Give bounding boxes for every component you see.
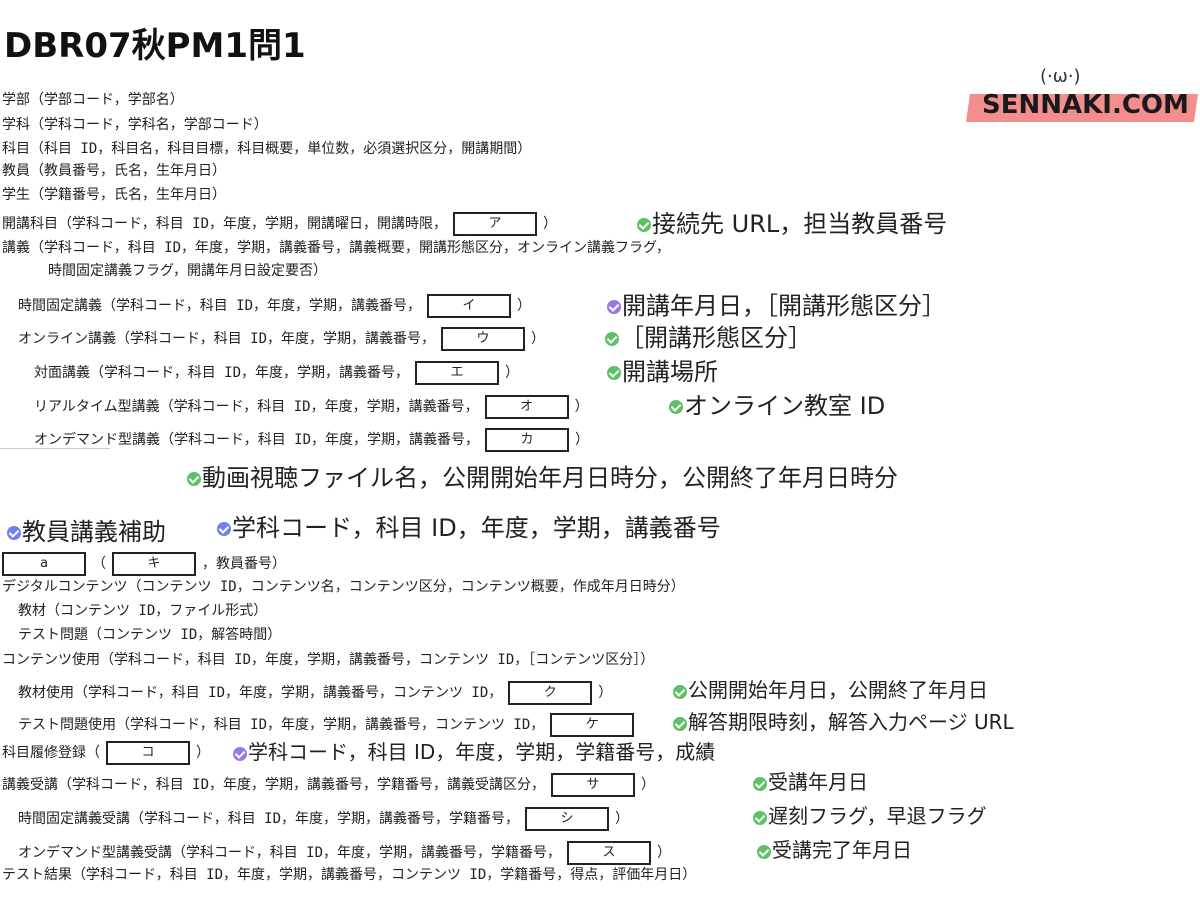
- check-icon: [753, 776, 767, 791]
- schema-line: オンライン講義（学科コード，科目 ID，年度，学期，講義番号，ウ）: [18, 327, 545, 351]
- blank-box-sa: サ: [551, 773, 636, 797]
- annotation: 学科コード，科目 ID，年度，学期，講義番号: [216, 508, 721, 543]
- annotation: 開講場所: [606, 352, 718, 387]
- schema-line: 学生（学籍番号，氏名，生年月日）: [2, 187, 226, 203]
- blank-box-u: ウ: [441, 327, 526, 351]
- annotation: 開講年月日，［開講形態区分］: [606, 286, 946, 321]
- divider: [0, 448, 110, 449]
- schema-line: 学部（学部コード，学部名）: [2, 92, 184, 108]
- schema-line: 時間固定講義フラグ，開講年月日設定要否）: [48, 263, 328, 279]
- annotation: 解答期限時刻，解答入力ページ URL: [672, 706, 1014, 735]
- annotation: 学科コード，科目 ID，年度，学期，学籍番号，成績: [232, 736, 715, 765]
- blank-box-su: ス: [567, 841, 652, 865]
- blank-box-o: オ: [484, 395, 569, 419]
- schema-line: 教材（コンテンツ ID，ファイル形式）: [18, 603, 268, 619]
- schema-line: テスト結果（学科コード，科目 ID，年度，学期，講義番号，コンテンツ ID，学籍…: [2, 867, 697, 883]
- annotation: オンライン教室 ID: [668, 386, 885, 421]
- schema-line: コンテンツ使用（学科コード，科目 ID，年度，学期，講義番号，コンテンツ ID，…: [2, 652, 655, 668]
- schema-line: 講義受講（学科コード，科目 ID，年度，学期，講義番号，学籍番号，講義受講区分，…: [2, 773, 655, 797]
- blank-box-ke: ケ: [550, 713, 635, 737]
- schema-line: テスト問題（コンテンツ ID，解答時間）: [18, 627, 282, 643]
- check-icon: [637, 218, 651, 232]
- check-icon: [7, 526, 21, 540]
- schema-line: リアルタイム型講義（学科コード，科目 ID，年度，学期，講義番号，オ）: [34, 395, 589, 419]
- annotation: 受講年月日: [752, 766, 868, 795]
- check-icon: [607, 366, 621, 380]
- blank-box-shi: シ: [525, 807, 610, 831]
- blank-box-ki: キ: [112, 552, 196, 576]
- annotation: ［開講形態区分］: [604, 318, 812, 353]
- annotation: 遅刻フラグ，早退フラグ: [752, 800, 987, 829]
- check-icon: [233, 746, 247, 761]
- blank-box-ko: コ: [106, 741, 190, 765]
- annotation: 公開開始年月日，公開終了年月日: [672, 674, 988, 703]
- check-icon: [217, 522, 231, 536]
- check-icon: [757, 844, 771, 859]
- check-icon: [607, 300, 621, 314]
- check-icon: [673, 716, 687, 731]
- schema-line: テスト問題使用（学科コード，科目 ID，年度，学期，講義番号，コンテンツ ID，…: [18, 713, 640, 737]
- blank-box-a-small: a: [2, 552, 86, 576]
- annotation: 受講完了年月日: [756, 834, 912, 863]
- annotation: 動画視聴ファイル名，公開開始年月日時分，公開終了年月日時分: [186, 458, 898, 493]
- schema-line: オンデマンド型講義受講（学科コード，科目 ID，年度，学期，講義番号，学籍番号，…: [18, 841, 671, 865]
- page-title: DBR07秋PM1問1: [4, 26, 306, 66]
- schema-line: a（キ，教員番号）: [2, 552, 286, 576]
- site-logo: (·ω·) SENNAKI.COM: [966, 66, 1198, 124]
- schema-line: オンデマンド型講義（学科コード，科目 ID，年度，学期，講義番号，カ）: [34, 428, 589, 452]
- schema-line: 時間固定講義受講（学科コード，科目 ID，年度，学期，講義番号，学籍番号，シ）: [18, 807, 629, 831]
- schema-line: 学科（学科コード，学科名，学部コード）: [2, 117, 268, 133]
- schema-line: 時間固定講義（学科コード，科目 ID，年度，学期，講義番号，イ）: [18, 294, 531, 318]
- blank-box-i: イ: [427, 294, 512, 318]
- check-icon: [187, 472, 201, 486]
- schema-line: 開講科目（学科コード，科目 ID，年度，学期，開講曜日，開講時限，ア）: [2, 212, 557, 236]
- check-icon: [753, 810, 767, 825]
- schema-line: 教員（教員番号，氏名，生年月日）: [2, 163, 226, 179]
- schema-line: デジタルコンテンツ（コンテンツ ID，コンテンツ名，コンテンツ区分，コンテンツ概…: [2, 579, 685, 595]
- schema-line: 科目（科目 ID，科目名，科目目標，科目概要，単位数，必須選択区分，開講期間）: [2, 141, 532, 157]
- blank-box-e: エ: [415, 361, 500, 385]
- blank-box-a: ア: [453, 212, 538, 236]
- check-icon: [669, 400, 683, 414]
- logo-face: (·ω·): [1040, 66, 1081, 87]
- blank-box-ku: ク: [508, 681, 593, 705]
- schema-line: 講義（学科コード，科目 ID，年度，学期，講義番号，講義概要，開講形態区分，オン…: [2, 240, 671, 256]
- annotation: 接続先 URL，担当教員番号: [636, 204, 947, 239]
- schema-line: 対面講義（学科コード，科目 ID，年度，学期，講義番号，エ）: [34, 361, 519, 385]
- schema-line: 科目履修登録（コ）: [2, 741, 210, 765]
- check-icon: [605, 332, 619, 346]
- schema-line: 教材使用（学科コード，科目 ID，年度，学期，講義番号，コンテンツ ID，ク）: [18, 681, 612, 705]
- blank-box-ka: カ: [485, 428, 570, 452]
- check-icon: [673, 684, 687, 699]
- annotation: 教員講義補助: [6, 512, 166, 547]
- logo-text: SENNAKI.COM: [982, 90, 1189, 120]
